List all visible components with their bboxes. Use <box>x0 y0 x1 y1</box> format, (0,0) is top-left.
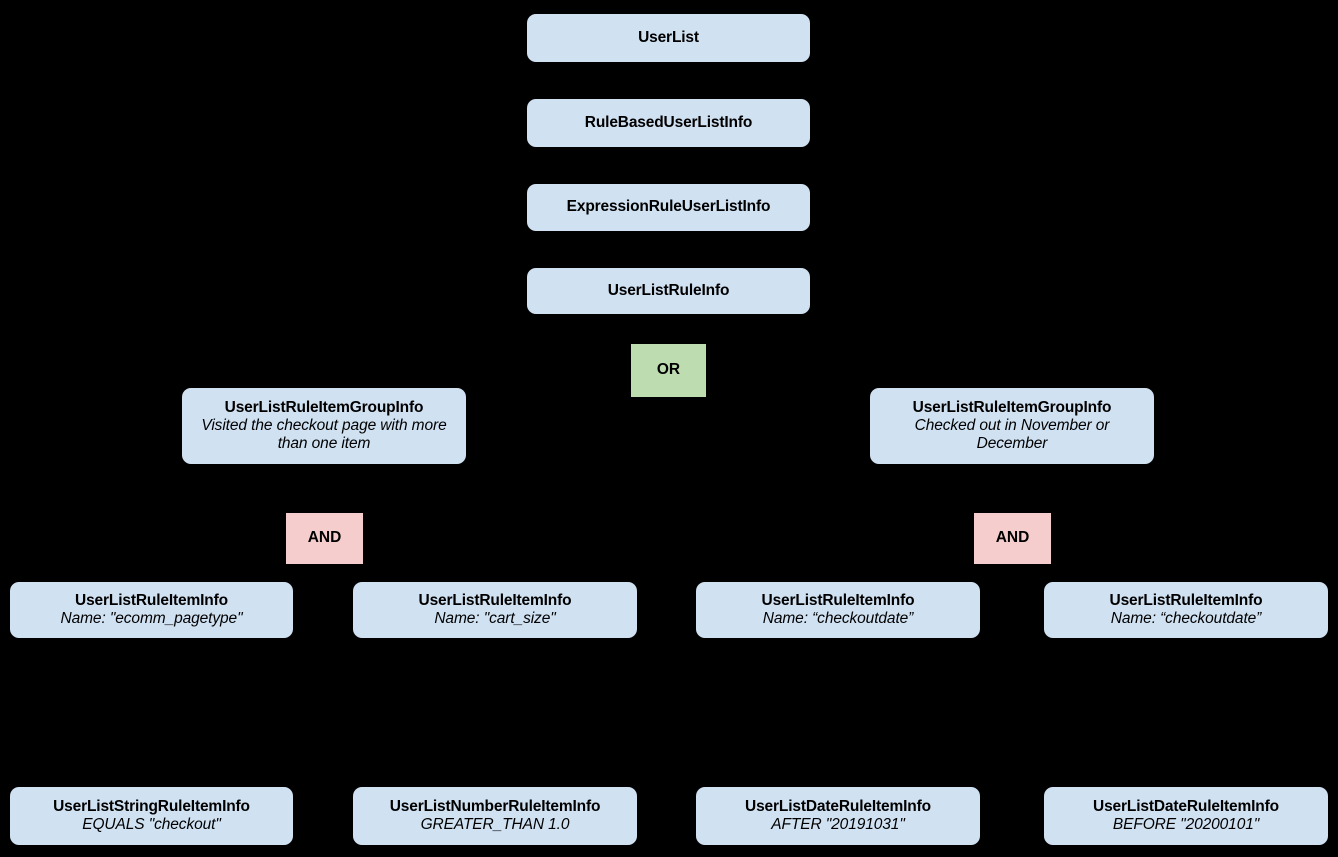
node-group-right[interactable]: UserListRuleItemGroupInfo Checked out in… <box>870 388 1154 464</box>
node-leaf-number-rule-greater-than[interactable]: UserListNumberRuleItemInfo GREATER_THAN … <box>353 787 637 845</box>
node-subtitle: BEFORE "20200101" <box>1112 816 1260 833</box>
node-title: UserListRuleItemGroupInfo <box>912 398 1112 416</box>
node-subtitle: Checked out in November or December <box>914 416 1110 453</box>
node-title: UserListRuleItemInfo <box>761 591 915 609</box>
node-subtitle: GREATER_THAN 1.0 <box>420 816 570 833</box>
node-title: UserListRuleItemInfo <box>1109 591 1263 609</box>
node-title: UserListNumberRuleItemInfo <box>389 797 601 815</box>
node-rule-item-checkoutdate-before[interactable]: UserListRuleItemInfo Name: “checkoutdate… <box>1044 582 1328 638</box>
operator-label: AND <box>307 529 342 547</box>
node-subtitle: Name: "ecomm_pagetype" <box>60 610 243 627</box>
node-subtitle: Visited the checkout page with more than… <box>201 416 447 453</box>
node-rule-item-cart-size[interactable]: UserListRuleItemInfo Name: "cart_size" <box>353 582 637 638</box>
node-and-operator-right[interactable]: AND <box>974 513 1051 564</box>
node-subtitle: Name: "cart_size" <box>434 610 556 627</box>
node-title: UserListDateRuleItemInfo <box>1093 797 1279 815</box>
node-title: ExpressionRuleUserListInfo <box>566 198 771 216</box>
operator-label: AND <box>995 529 1030 547</box>
node-subtitle: Name: “checkoutdate” <box>762 610 914 627</box>
node-title: UserListRuleItemGroupInfo <box>224 398 424 416</box>
node-subtitle: AFTER "20191031" <box>771 816 905 833</box>
node-title: UserListStringRuleItemInfo <box>53 797 250 815</box>
node-userlist[interactable]: UserList <box>527 14 810 62</box>
node-leaf-string-rule-equals-checkout[interactable]: UserListStringRuleItemInfo EQUALS "check… <box>10 787 293 845</box>
node-leaf-date-rule-before[interactable]: UserListDateRuleItemInfo BEFORE "2020010… <box>1044 787 1328 845</box>
node-userlistruleinfo[interactable]: UserListRuleInfo <box>527 268 810 314</box>
node-title: UserListRuleItemInfo <box>418 591 572 609</box>
node-title: UserListRuleInfo <box>607 281 730 299</box>
node-rulebaseduserlistinfo[interactable]: RuleBasedUserListInfo <box>527 99 810 147</box>
node-title: RuleBasedUserListInfo <box>584 113 753 131</box>
node-or-operator[interactable]: OR <box>631 344 706 397</box>
node-subtitle: Name: “checkoutdate” <box>1110 610 1262 627</box>
node-title: UserListRuleItemInfo <box>75 591 228 609</box>
node-rule-item-ecomm-pagetype[interactable]: UserListRuleItemInfo Name: "ecomm_pagety… <box>10 582 293 638</box>
node-subtitle: EQUALS "checkout" <box>82 816 221 833</box>
node-title: UserList <box>638 28 699 46</box>
node-title: UserListDateRuleItemInfo <box>745 797 931 815</box>
node-rule-item-checkoutdate-after[interactable]: UserListRuleItemInfo Name: “checkoutdate… <box>696 582 980 638</box>
node-expressionruleuserlistinfo[interactable]: ExpressionRuleUserListInfo <box>527 184 810 231</box>
node-group-left[interactable]: UserListRuleItemGroupInfo Visited the ch… <box>182 388 466 464</box>
node-and-operator-left[interactable]: AND <box>286 513 363 564</box>
node-leaf-date-rule-after[interactable]: UserListDateRuleItemInfo AFTER "20191031… <box>696 787 980 845</box>
operator-label: OR <box>656 361 681 379</box>
